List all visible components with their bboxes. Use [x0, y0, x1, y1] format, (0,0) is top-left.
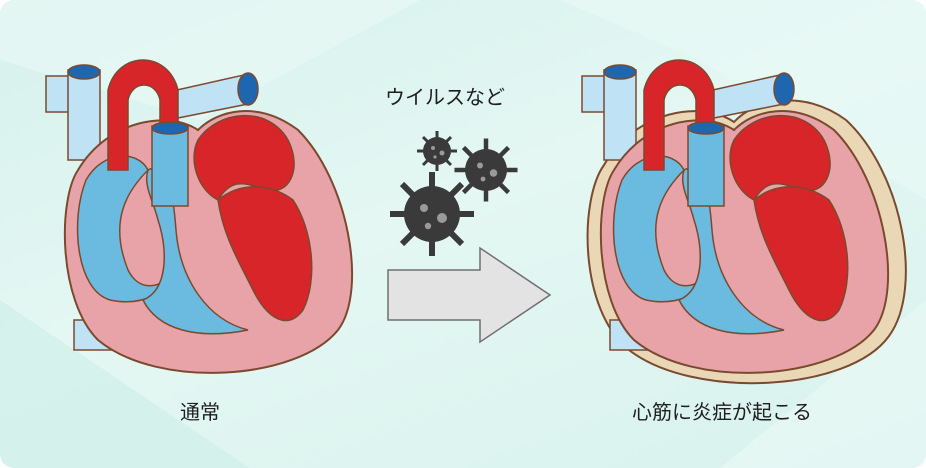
inflamed-heart-label: 心筋に炎症が起こる: [632, 400, 812, 424]
normal-heart-label: 通常: [180, 400, 220, 424]
heart-icon-inflamed: [581, 59, 907, 385]
heart-icon-normal: [45, 59, 354, 374]
arrow-right-icon: [387, 246, 552, 344]
virus-icon: [390, 131, 518, 256]
virus-label: ウイルスなど: [385, 85, 505, 109]
